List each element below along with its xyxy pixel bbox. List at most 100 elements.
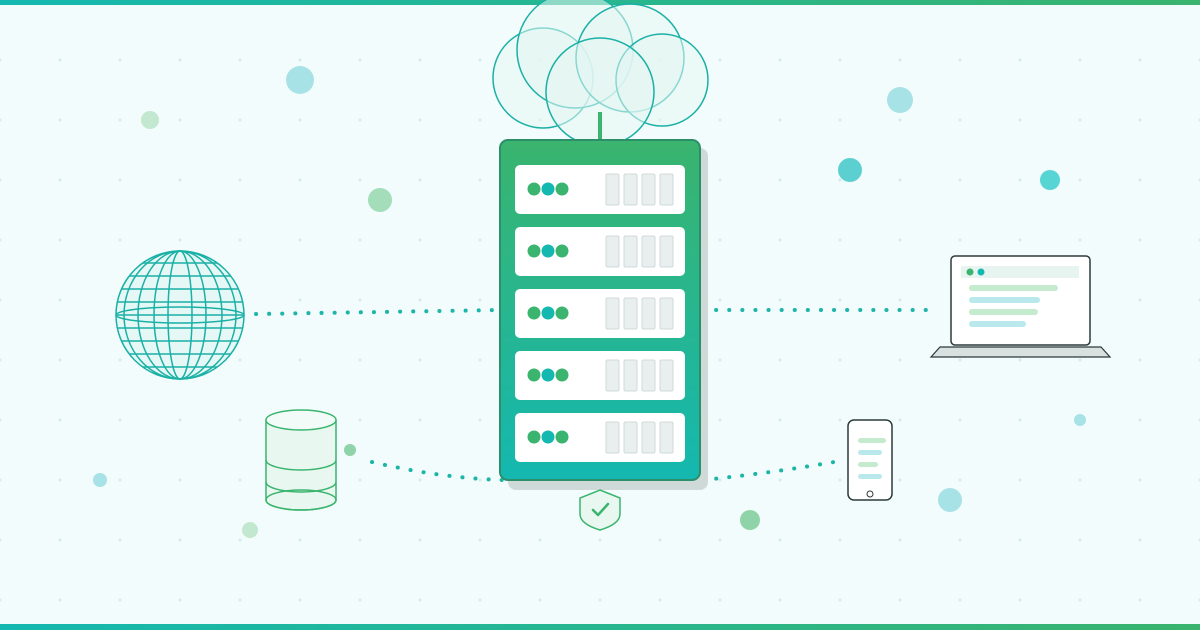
vent-slot xyxy=(605,297,620,330)
grid-dot xyxy=(1018,478,1022,482)
grid-dot xyxy=(778,358,782,362)
grid-dot xyxy=(778,118,782,122)
grid-dot xyxy=(118,418,122,422)
vent-slot xyxy=(641,173,656,206)
grid-dot xyxy=(418,358,422,362)
grid-dot xyxy=(178,118,182,122)
grid-dot xyxy=(718,358,722,362)
status-led-icon xyxy=(554,181,570,197)
grid-dot xyxy=(658,538,662,542)
grid-dot xyxy=(1018,598,1022,602)
grid-dot xyxy=(0,538,2,542)
vent-slot xyxy=(641,297,656,330)
grid-dot xyxy=(238,598,242,602)
grid-dot xyxy=(838,118,842,122)
grid-dot xyxy=(298,598,302,602)
grid-dot xyxy=(838,178,842,182)
grid-dot xyxy=(478,358,482,362)
grid-dot xyxy=(118,58,122,62)
grid-dot xyxy=(478,418,482,422)
grid-dot xyxy=(1018,538,1022,542)
status-led-icon xyxy=(540,243,556,259)
grid-dot xyxy=(178,238,182,242)
vent-slot xyxy=(623,421,638,454)
grid-dot xyxy=(478,58,482,62)
grid-dot xyxy=(478,178,482,182)
grid-dot xyxy=(898,178,902,182)
grid-dot xyxy=(58,418,62,422)
grid-dot xyxy=(478,478,482,482)
grid-dot xyxy=(1018,178,1022,182)
grid-dot xyxy=(58,478,62,482)
grid-dot xyxy=(898,238,902,242)
grid-dot xyxy=(718,298,722,302)
grid-dot xyxy=(358,58,362,62)
grid-dot xyxy=(538,598,542,602)
grid-dot xyxy=(1018,58,1022,62)
vent-slot xyxy=(605,235,620,268)
database-icon xyxy=(265,409,337,511)
grid-dot xyxy=(958,358,962,362)
grid-dot xyxy=(718,238,722,242)
grid-dot xyxy=(238,538,242,542)
grid-dot xyxy=(298,298,302,302)
grid-dot xyxy=(898,478,902,482)
grid-dot xyxy=(718,598,722,602)
grid-dot xyxy=(958,178,962,182)
status-led-icon xyxy=(526,181,542,197)
grid-dot xyxy=(1018,238,1022,242)
bubble xyxy=(286,66,314,94)
grid-dot xyxy=(838,58,842,62)
status-led-icon xyxy=(540,181,556,197)
grid-dot xyxy=(0,118,2,122)
vent-slot xyxy=(659,297,674,330)
grid-dot xyxy=(0,58,2,62)
status-led-icon xyxy=(540,367,556,383)
grid-dot xyxy=(298,118,302,122)
grid-dot xyxy=(238,58,242,62)
bubble xyxy=(242,522,258,538)
status-led-icon xyxy=(526,429,542,445)
grid-dot xyxy=(718,418,722,422)
grid-dot xyxy=(418,238,422,242)
grid-dot xyxy=(778,58,782,62)
grid-dot xyxy=(178,58,182,62)
vent-slot xyxy=(623,359,638,392)
grid-dot xyxy=(838,358,842,362)
vent-slot xyxy=(641,235,656,268)
grid-dot xyxy=(778,538,782,542)
grid-dot xyxy=(838,598,842,602)
grid-dot xyxy=(298,178,302,182)
grid-dot xyxy=(178,478,182,482)
grid-dot xyxy=(1078,238,1082,242)
grid-dot xyxy=(238,478,242,482)
grid-dot xyxy=(238,118,242,122)
grid-dot xyxy=(718,118,722,122)
status-led-icon xyxy=(554,243,570,259)
bubble xyxy=(838,158,862,182)
grid-dot xyxy=(838,478,842,482)
server-unit xyxy=(515,289,685,338)
grid-dot xyxy=(1078,58,1082,62)
grid-dot xyxy=(358,478,362,482)
grid-dot xyxy=(418,478,422,482)
grid-dot xyxy=(838,538,842,542)
vent-slot xyxy=(605,421,620,454)
grid-dot xyxy=(1138,58,1142,62)
grid-dot xyxy=(718,538,722,542)
server-unit xyxy=(515,165,685,214)
status-led-icon xyxy=(526,367,542,383)
grid-dot xyxy=(1078,598,1082,602)
vent-slot xyxy=(659,421,674,454)
grid-dot xyxy=(898,598,902,602)
grid-dot xyxy=(298,238,302,242)
grid-dot xyxy=(178,598,182,602)
grid-dot xyxy=(478,598,482,602)
grid-dot xyxy=(718,178,722,182)
laptop-icon xyxy=(929,255,1112,358)
vent-slot xyxy=(623,235,638,268)
vent-slot xyxy=(659,359,674,392)
grid-dot xyxy=(1138,538,1142,542)
grid-dot xyxy=(958,538,962,542)
